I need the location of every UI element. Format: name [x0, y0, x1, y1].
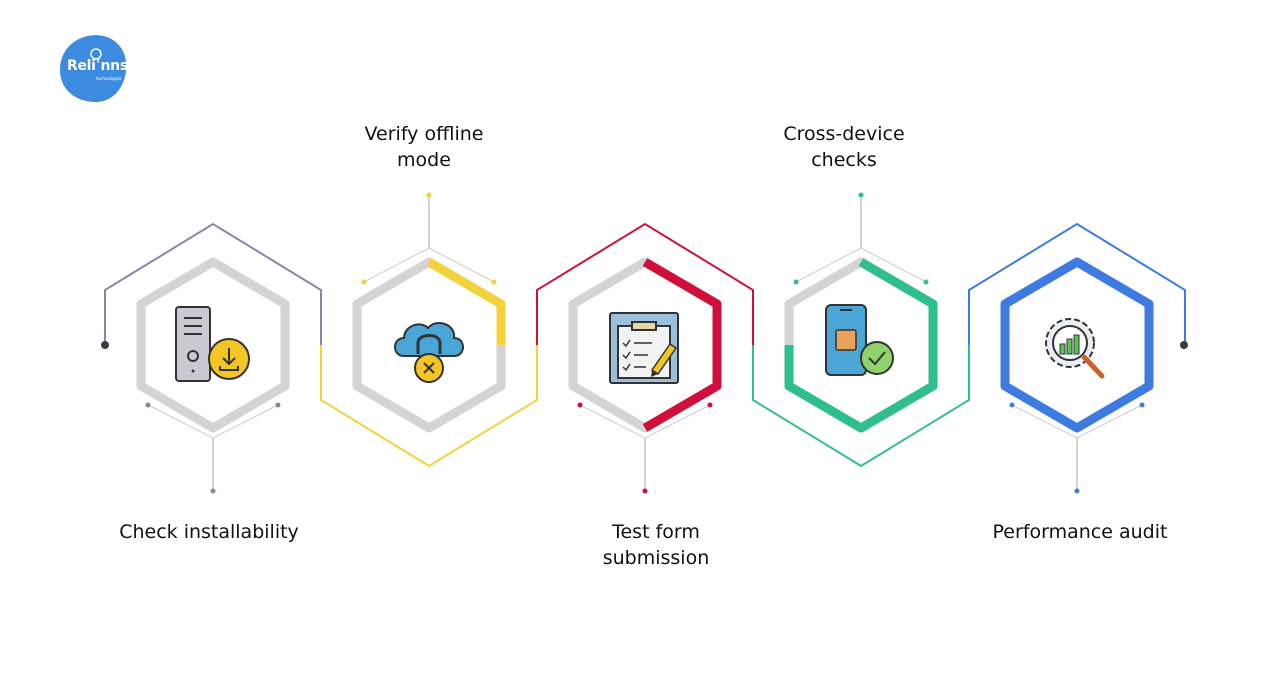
inner-hex-accent — [784, 258, 938, 433]
step-verify-offline-mode — [320, 192, 538, 468]
step-label-verify-offline-mode: Verify offline mode — [364, 123, 484, 171]
step-cross-device-checks — [752, 192, 970, 468]
inner-hex-accent — [642, 258, 722, 432]
outer-hex-outline — [104, 222, 322, 345]
connector-dot — [1180, 341, 1188, 349]
connector-dot — [101, 341, 109, 349]
outer-hex-outline — [320, 345, 538, 468]
step-label-test-form-submission: Test form submission — [602, 521, 710, 569]
logo-text: Reliʿnns — [67, 58, 128, 74]
step-label-performance-audit: Performance audit — [992, 521, 1168, 543]
cloud-lock-icon — [394, 322, 464, 383]
clipboard-checklist-icon — [609, 312, 679, 384]
outer-hex-outline — [968, 222, 1186, 345]
step-performance-audit — [968, 222, 1188, 494]
phone-check-icon — [825, 304, 894, 376]
step-check-installability — [101, 222, 322, 494]
step-test-form-submission — [536, 222, 754, 494]
inner-hex-ring — [136, 257, 290, 433]
gear-chart-magnifier-icon — [1045, 318, 1105, 379]
bottom-connector — [147, 404, 279, 439]
inner-hex-ring — [1000, 257, 1154, 433]
outer-hex-outline — [752, 345, 970, 468]
step-label-check-installability: Check installability — [119, 521, 299, 543]
server-download-icon — [175, 306, 250, 382]
inner-hex-accent — [426, 258, 506, 345]
bottom-connector — [579, 404, 711, 439]
step-label-cross-device-checks: Cross-device checks — [783, 123, 905, 171]
bottom-connector — [1011, 404, 1143, 439]
logo-subtext: technologies — [96, 76, 122, 81]
outer-hex-outline — [536, 222, 754, 345]
relinns-logo — [60, 35, 127, 102]
